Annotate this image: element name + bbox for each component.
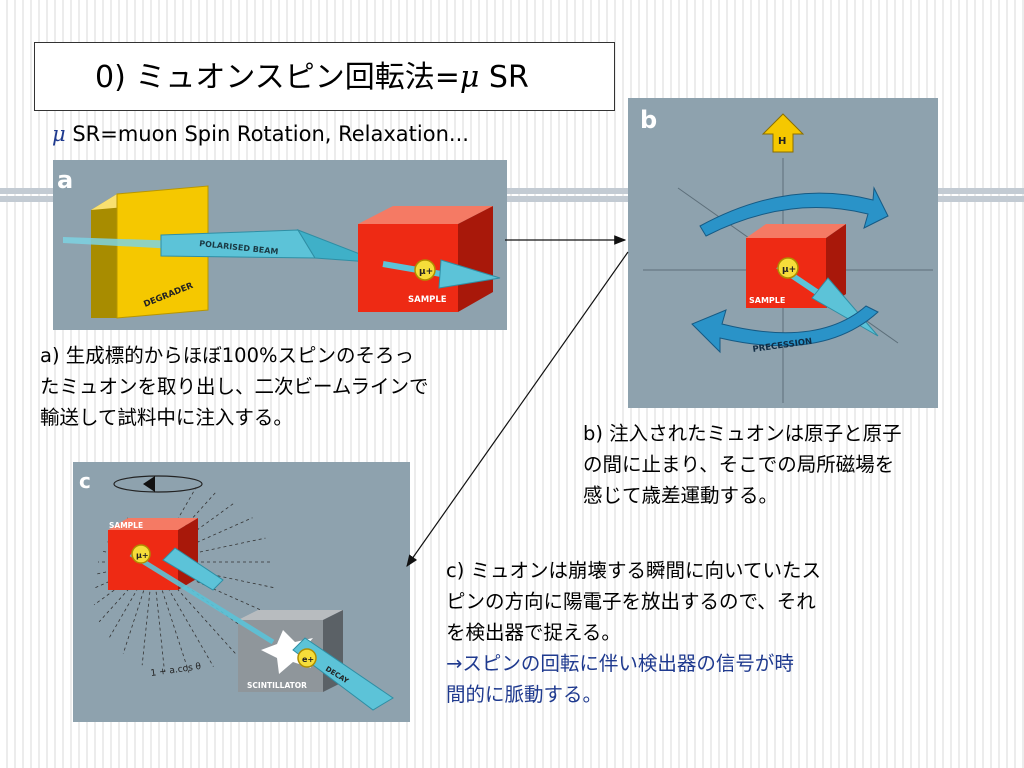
title-prefix: 0) ミュオンスピン回転法=: [95, 60, 460, 95]
distribution-ray: [122, 561, 154, 654]
panel-b-letter: b: [640, 106, 657, 134]
spin-arrow-c: [162, 547, 224, 591]
caption-c-line: を検出器で捉える。: [446, 621, 621, 644]
rotation-arrow-lower: [691, 305, 879, 354]
caption-c-line: c) ミュオンは崩壊する瞬間に向いていたス: [446, 559, 821, 582]
scintillator-label: SCINTILLATOR: [247, 681, 307, 690]
sample-top-c: [108, 518, 198, 530]
caption-a: a) 生成標的からほぼ100%スピンのそろっ たミュオンを取り出し、二次ビームラ…: [40, 340, 428, 433]
caption-b: b) 注入されたミュオンは原子と原子 の間に止まり、そこでの局所磁場を 感じて歳…: [583, 418, 902, 511]
positron-icon: [297, 648, 317, 668]
field-label: H: [778, 136, 786, 147]
muon-label-b: μ+: [782, 265, 796, 275]
caption-c-line: ピンの方向に陽電子を放出するので、それ: [446, 590, 816, 613]
panel-a-letter: a: [57, 166, 73, 194]
caption-c-highlight: 間的に脈動する。: [446, 683, 603, 706]
sample-side: [458, 206, 493, 312]
caption-c-highlight: →スピンの回転に伴い検出器の信号が時: [446, 652, 794, 675]
caption-a-line: a) 生成標的からほぼ100%スピンのそろっ: [40, 344, 415, 367]
caption-a-line: たミュオンを取り出し、二次ビームラインで: [40, 375, 429, 398]
subtitle-mu: μ: [52, 122, 66, 146]
distribution-ray: [141, 561, 154, 666]
sample-label-b: SAMPLE: [749, 296, 785, 305]
spin-arrowhead-a: [438, 259, 501, 289]
sample-top-b: [746, 224, 846, 238]
panel-c-letter: c: [79, 469, 91, 493]
caption-b-line: b) 注入されたミュオンは原子と原子: [583, 422, 902, 445]
arrow-b-to-c: [406, 251, 629, 567]
sample-label-c: SAMPLE: [109, 521, 143, 530]
title-mu: μ: [459, 60, 480, 95]
decay-arrow: [292, 637, 394, 711]
caption-b-line: 感じて歳差運動する。: [583, 484, 779, 507]
degrader-side: [91, 194, 117, 318]
field-arrow-icon: [761, 113, 805, 153]
muon-label-a: μ+: [419, 267, 433, 277]
decor-band: [0, 188, 1024, 194]
caption-c: c) ミュオンは崩壊する瞬間に向いていたス ピンの方向に陽電子を放出するので、そ…: [446, 555, 821, 710]
muon-icon: [414, 259, 436, 281]
distribution-ray: [152, 491, 217, 563]
slide-subtitle: μ SR=muon Spin Rotation, Relaxation...: [52, 122, 469, 146]
panel-a-implantation: a DEGRADER POLARISED BEAM SAMPLE μ+: [53, 160, 507, 330]
positron-label: e+: [302, 655, 314, 664]
sample-label-a: SAMPLE: [408, 295, 447, 305]
distribution-ray: [94, 561, 154, 575]
muon-label-c: μ+: [136, 551, 149, 560]
rotation-ellipse: [113, 475, 203, 493]
scintillator-top: [238, 610, 343, 620]
decor-band: [0, 196, 1024, 202]
subtitle-text: SR=muon Spin Rotation, Relaxation...: [65, 122, 469, 146]
muon-icon-b: [777, 257, 799, 279]
slide-title: 0) ミュオンスピン回転法=μ SR: [34, 42, 615, 111]
caption-a-line: 輸送して試料中に注入する。: [40, 406, 293, 429]
rotation-arrow-upper: [699, 186, 889, 237]
sample-top: [358, 206, 493, 224]
caption-b-line: の間に止まり、そこでの局所磁場を: [583, 453, 895, 476]
title-suffix: SR: [479, 60, 529, 95]
decay-path: [129, 551, 275, 645]
muon-icon-c: [131, 544, 151, 564]
panel-b-precession: b H SAMPLE μ+ PRECESSION: [628, 98, 938, 408]
panel-c-decay: c SAMPLE SCINTILLATOR μ+ e+ DECAY 1 + a.…: [73, 462, 410, 722]
rotation-direction-icon: [143, 476, 155, 492]
